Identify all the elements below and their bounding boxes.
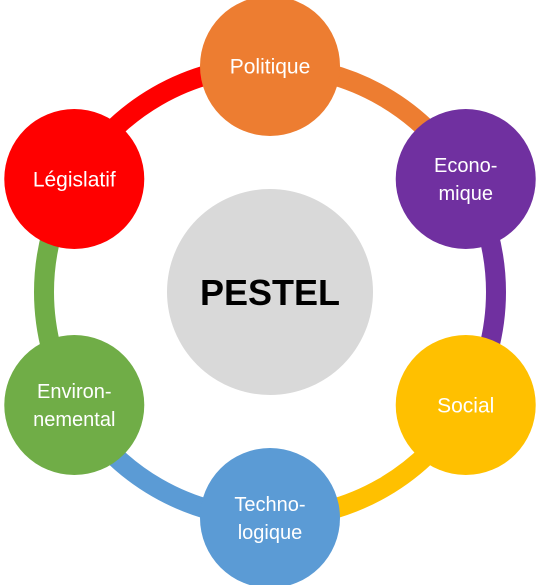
node-politique: Politique <box>200 0 340 136</box>
node-circle-legislatif <box>4 109 145 249</box>
node-label-technologique-2: logique <box>238 522 303 544</box>
node-environnemental: Environ-nemental <box>4 335 145 475</box>
node-social: Social <box>395 335 536 475</box>
node-label-technologique-1: Techno- <box>234 494 305 516</box>
node-economique: Econo-mique <box>395 109 536 249</box>
node-circle-politique <box>200 0 340 136</box>
node-circle-social <box>395 335 536 475</box>
center-node: PESTEL <box>167 189 373 395</box>
center-label: PESTEL <box>200 272 340 313</box>
node-legislatif: Législatif <box>4 109 145 249</box>
node-technologique: Techno-logique <box>200 448 340 585</box>
node-label-environnemental-1: Environ- <box>37 381 111 403</box>
node-label-politique-1: Politique <box>230 55 311 78</box>
node-circle-technologique <box>200 448 340 585</box>
pestel-nodes: PolitiqueEcono-miqueSocialTechno-logique… <box>4 0 536 585</box>
node-label-environnemental-2: nemental <box>33 409 115 431</box>
node-circle-economique <box>395 109 536 249</box>
node-label-social-1: Social <box>437 394 494 417</box>
node-label-economique-2: mique <box>438 183 492 205</box>
node-label-economique-1: Econo- <box>434 155 497 177</box>
center-circle <box>167 189 373 395</box>
node-label-legislatif-1: Législatif <box>33 168 116 191</box>
node-circle-environnemental <box>4 335 145 475</box>
